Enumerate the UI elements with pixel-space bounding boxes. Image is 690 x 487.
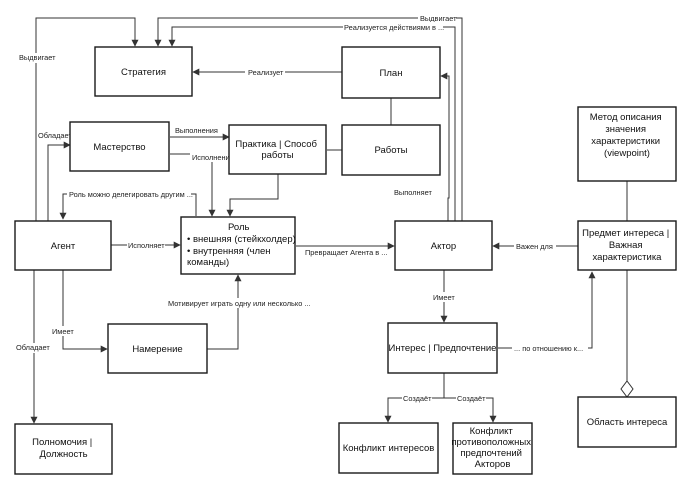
- node-subject[interactable]: Предмет интереса | Важная характеристика: [577, 220, 677, 271]
- label-actor-interest: Имеет: [433, 293, 455, 302]
- label-actor-strategy: Выдвигает: [420, 14, 457, 23]
- node-practice-text: Практика | Способ работы: [235, 139, 319, 161]
- node-practice[interactable]: Практика | Способ работы: [228, 124, 327, 175]
- node-conflict-interests[interactable]: Конфликт интересов: [338, 422, 439, 474]
- node-conflict-interests-text: Конфликт интересов: [343, 443, 435, 454]
- node-subject-text: Предмет интереса | Важная характеристика: [582, 228, 672, 263]
- label-actor-strategy-2: Реализуется действиями в ...: [344, 23, 444, 32]
- label-mastery-practice: Выполнения: [175, 126, 218, 135]
- label-role-delegate: Роль можно делегировать другим ...: [69, 190, 193, 199]
- edge-agent-mastery: [47, 141, 71, 221]
- node-plan-text: План: [380, 68, 403, 79]
- node-role[interactable]: Роль • внешняя (стейкхолдер) • внутрення…: [180, 216, 298, 275]
- node-plan[interactable]: План: [341, 46, 441, 99]
- edge-actor-plan: [440, 72, 450, 221]
- label-intention-role: Мотивирует играть одну или несколько ...: [168, 299, 311, 308]
- label-subject-actor: Важен для: [516, 242, 553, 251]
- edge-actor-strategy: [154, 17, 463, 221]
- node-area-text: Область интереса: [587, 417, 668, 428]
- node-authority[interactable]: Полномочия | Должность: [14, 423, 113, 475]
- node-agent[interactable]: Агент: [14, 220, 112, 271]
- node-authority-text: Полномочия | Должность: [32, 437, 95, 460]
- node-area[interactable]: Область интереса: [577, 396, 677, 448]
- node-conflict-prefs-text: Конфликт противоположных предпочтений Ак…: [451, 426, 533, 470]
- node-mastery-text: Мастерство: [93, 142, 145, 153]
- label-role-actor: Превращает Агента в ...: [305, 248, 387, 257]
- nodes: Стратегия План Мастерство Практика | Спо…: [14, 46, 677, 475]
- label-interest-conflict-2: Создаёт: [457, 394, 486, 403]
- edge-labels: Выдвигает Выдвигает Реализуется действия…: [15, 13, 588, 403]
- node-agent-text: Агент: [51, 241, 76, 252]
- label-agent-authority: Обладает: [16, 343, 50, 352]
- node-viewpoint[interactable]: Метод описания значения характеристики (…: [577, 106, 677, 182]
- node-actor[interactable]: Актор: [394, 220, 493, 271]
- label-actor-plan: Выполняет: [394, 188, 432, 197]
- edge-intention-role: [207, 274, 242, 350]
- edge-agent-strategy: [35, 17, 139, 221]
- node-conflict-prefs[interactable]: Конфликт противоположных предпочтений Ак…: [451, 422, 533, 475]
- aggregation-diamond-icon: [620, 380, 634, 398]
- label-plan-strategy: Реализует: [248, 68, 284, 77]
- node-mastery[interactable]: Мастерство: [69, 121, 170, 172]
- label-agent-strategy: Выдвигает: [19, 53, 56, 62]
- node-role-text: Роль • внешняя (стейкхолдер) • внутрення…: [187, 222, 298, 268]
- node-interest-text: Интерес | Предпочтение: [389, 343, 497, 354]
- label-agent-role: Исполняет: [128, 241, 165, 250]
- node-strategy-text: Стратегия: [121, 67, 166, 78]
- node-intention[interactable]: Намерение: [107, 323, 208, 374]
- edge-practice-role: [226, 174, 279, 217]
- edge-interest-subject: [498, 271, 596, 349]
- node-viewpoint-text: Метод описания значения характеристики (…: [590, 112, 665, 159]
- node-actor-text: Актор: [431, 241, 456, 252]
- node-works-text: Работы: [375, 145, 408, 156]
- label-mastery-role: Исполнения: [192, 153, 234, 162]
- node-intention-text: Намерение: [132, 344, 182, 355]
- edge-actor-strategy-2: [168, 26, 456, 221]
- node-works[interactable]: Работы: [341, 124, 441, 176]
- node-interest[interactable]: Интерес | Предпочтение: [387, 322, 498, 374]
- label-interest-conflict-1: Создаёт: [403, 394, 432, 403]
- edge-agent-intention: [62, 270, 108, 353]
- label-interest-subject: ... по отношению к...: [514, 344, 583, 353]
- label-agent-intention: Имеет: [52, 327, 74, 336]
- edge-mastery-role: [170, 153, 216, 217]
- node-strategy[interactable]: Стратегия: [94, 46, 193, 97]
- label-agent-mastery: Обладает: [38, 131, 72, 140]
